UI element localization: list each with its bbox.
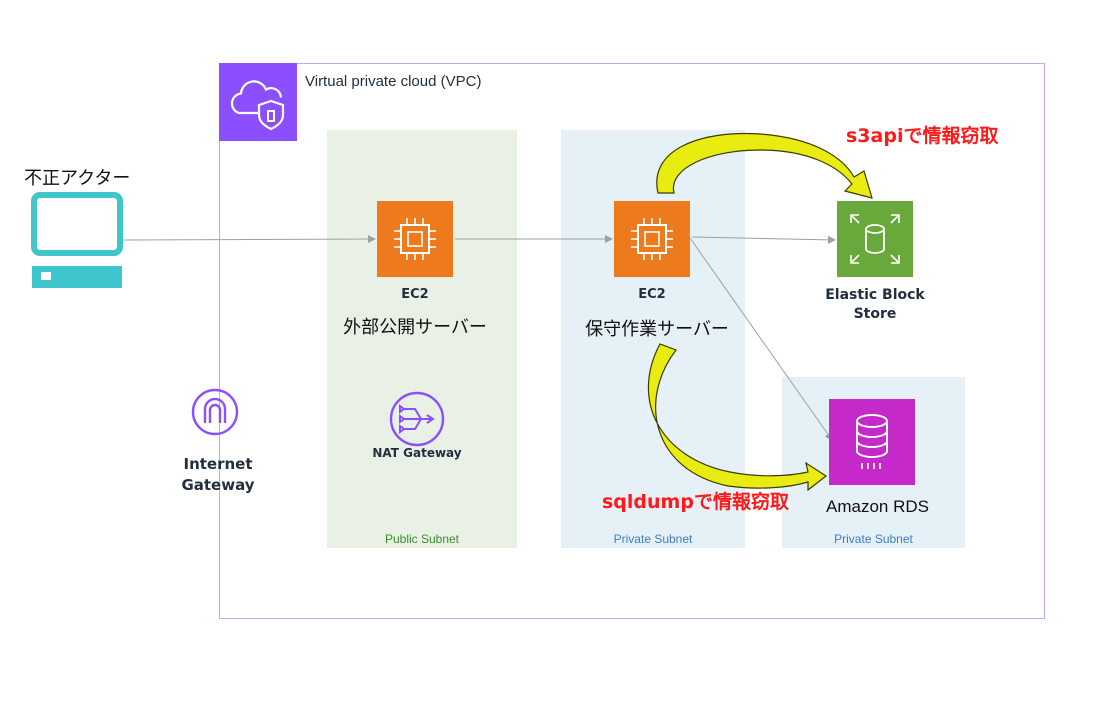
vpc-title: Virtual private cloud (VPC) xyxy=(305,73,482,90)
rds-database[interactable] xyxy=(829,399,915,485)
computer-icon xyxy=(31,192,123,288)
public-subnet-label: Public Subnet xyxy=(384,532,460,546)
vpc-boundary xyxy=(219,63,1045,619)
private-subnet-label-rds: Private Subnet xyxy=(834,532,913,546)
rds-label: Amazon RDS xyxy=(826,497,929,516)
ec2-chip-icon xyxy=(631,218,673,260)
nat-gateway-icon xyxy=(389,391,445,447)
ebs-label: Elastic Block Store xyxy=(825,287,925,322)
private-subnet-label: Private Subnet xyxy=(613,532,693,546)
ebs-volume[interactable] xyxy=(837,201,913,277)
ec2-public-name-label: 外部公開サーバー xyxy=(343,317,487,338)
sqldump-annotation: sqldumpで情報窃取 xyxy=(602,491,789,513)
nat-gateway-label: NAT Gateway xyxy=(372,446,462,460)
ec2-chip-icon xyxy=(394,218,436,260)
ebs-volume-icon xyxy=(850,214,900,264)
ec2-maintenance-name-label: 保守作業サーバー xyxy=(585,319,729,340)
public-subnet xyxy=(327,130,517,548)
vpc-badge xyxy=(219,63,297,141)
rds-database-icon xyxy=(856,414,888,469)
ec2-public-server[interactable] xyxy=(377,201,453,277)
internet-gateway-label: Internet Gateway xyxy=(181,455,255,494)
ec2-maintenance-type-label: EC2 xyxy=(638,287,666,302)
vpc-cloud-shield-icon xyxy=(230,80,285,131)
ec2-public-type-label: EC2 xyxy=(401,287,429,302)
internet-gateway-icon xyxy=(191,388,239,436)
ec2-maintenance-server[interactable] xyxy=(614,201,690,277)
s3api-annotation: s3apiで情報窃取 xyxy=(846,125,999,147)
actor-label: 不正アクター xyxy=(24,168,131,189)
